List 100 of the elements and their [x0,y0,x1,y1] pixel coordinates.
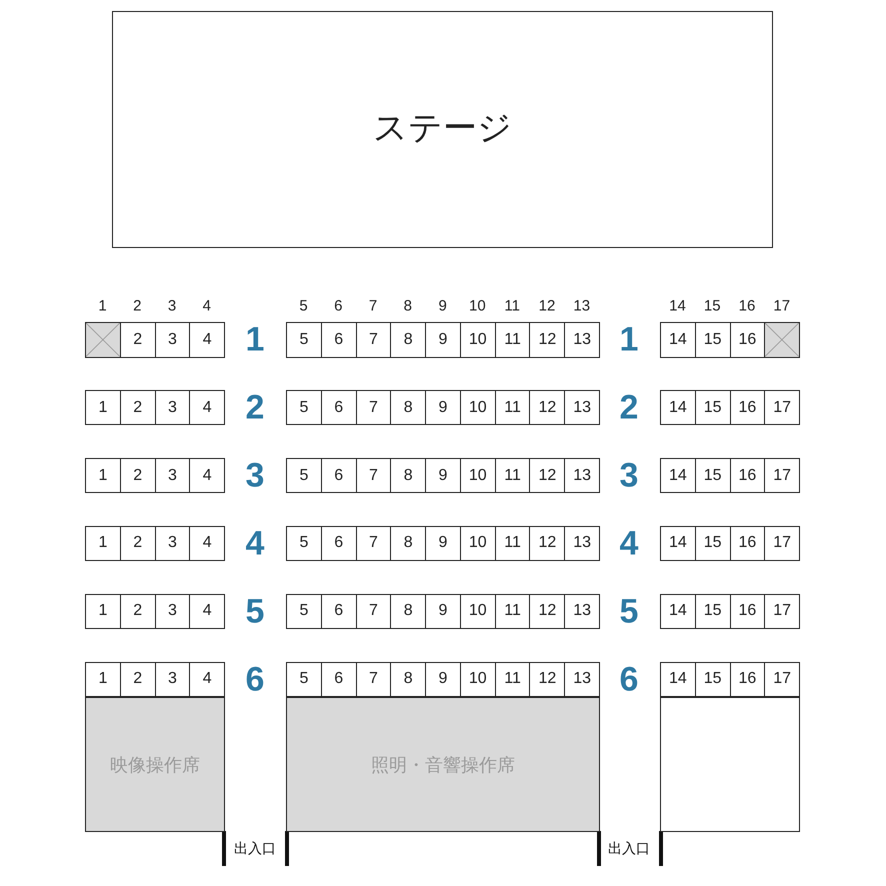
column-number: 14 [669,298,686,314]
seat-cell: 12 [529,526,566,562]
column-number: 3 [168,298,176,314]
entrance-label: 出入口 [608,840,650,858]
seat-cell: 16 [730,594,766,630]
seat-cell: 8 [390,322,426,358]
seat-cell: 9 [425,390,461,426]
seat-cell: 15 [694,594,731,630]
column-number: 6 [334,298,342,314]
column-number: 4 [202,298,211,314]
seat-cell: 3 [154,322,190,358]
seat-cell: 7 [356,390,392,426]
row-number: 5 [246,592,264,632]
seat-cell: 4 [189,526,226,562]
seat-cell: 3 [154,390,190,426]
seat-cell: 1 [85,458,121,494]
row-number: 2 [620,388,638,428]
seat-cell: 6 [320,594,357,630]
seat-cell: 5 [286,594,322,630]
row-number: 6 [620,660,638,699]
row-number: 2 [246,388,264,428]
seat-cell: 14 [660,322,696,358]
seat-cell: 11 [494,526,530,562]
column-number: 17 [773,298,790,314]
seat-cell: 7 [356,526,392,562]
seat-cell: 15 [694,322,731,358]
seat-cell: 12 [529,322,566,358]
seat-cell: 13 [564,458,600,494]
seat-cell: 13 [564,322,600,358]
column-number: 11 [504,298,520,314]
seat-cell: 3 [154,458,190,494]
column-number: 13 [573,298,590,314]
seat-cell: 8 [390,458,426,494]
blocked-seat [85,322,121,358]
column-number: 9 [438,298,447,314]
seat-cell: 8 [390,390,426,426]
seat-cell: 5 [286,390,322,426]
seat-cell: 13 [564,662,600,697]
operator-area: 映像操作席 [85,697,225,832]
blocked-seat [764,322,800,358]
seat-cell: 15 [694,390,731,426]
seat-cell: 6 [320,322,357,358]
column-number: 12 [538,298,556,314]
row-number: 3 [246,456,264,496]
seat-cell: 1 [85,662,121,697]
seat-cell: 15 [694,662,731,697]
seat-cell: 3 [154,526,190,562]
seat-cell: 14 [660,594,696,630]
row-number: 1 [620,320,638,360]
seat-cell: 7 [356,662,392,697]
column-number: 1 [98,298,107,314]
seat-cell: 10 [460,458,496,494]
column-number: 16 [738,298,756,314]
seat-cell: 16 [730,526,766,562]
seat-cell: 17 [764,390,800,426]
seat-cell: 6 [320,526,357,562]
seat-cell: 2 [120,322,156,358]
entrance-label: 出入口 [234,840,276,858]
seat-cell: 13 [564,594,600,630]
seat-cell: 7 [356,458,392,494]
empty-area [660,697,800,832]
seat-cell: 5 [286,322,322,358]
seat-cell: 6 [320,390,357,426]
seat-cell: 7 [356,322,392,358]
seat-cell: 17 [764,594,800,630]
column-number: 10 [469,298,486,314]
seat-cell: 16 [730,390,766,426]
seat-cell: 11 [494,390,530,426]
seat-cell: 10 [460,390,496,426]
row-number: 6 [246,660,264,699]
row-number: 4 [620,524,638,564]
seat-cell: 9 [425,322,461,358]
column-number: 15 [704,298,721,314]
seat-cell: 2 [120,594,156,630]
seat-cell: 4 [189,458,226,494]
row-number: 3 [620,456,638,496]
seat-cell: 11 [494,322,530,358]
seat-cell: 1 [85,526,121,562]
seat-cell: 15 [694,526,731,562]
seat-cell: 4 [189,594,226,630]
seat-cell: 12 [529,458,566,494]
column-number: 8 [404,298,412,314]
seat-cell: 6 [320,662,357,697]
seat-cell: 8 [390,526,426,562]
seat-cell: 3 [154,662,190,697]
column-number: 7 [368,298,378,314]
seat-cell: 7 [356,594,392,630]
seat-cell: 4 [189,662,226,697]
seat-cell: 16 [730,458,766,494]
row-number: 5 [620,592,638,632]
seat-cell: 14 [660,390,696,426]
seat-cell: 2 [120,390,156,426]
seat-cell: 10 [460,594,496,630]
seat-cell: 11 [494,458,530,494]
seat-cell: 6 [320,458,357,494]
seat-cell: 9 [425,594,461,630]
seat-cell: 5 [286,526,322,562]
seat-cell: 10 [460,662,496,697]
seat-cell: 5 [286,662,322,697]
seat-cell: 14 [660,662,696,697]
